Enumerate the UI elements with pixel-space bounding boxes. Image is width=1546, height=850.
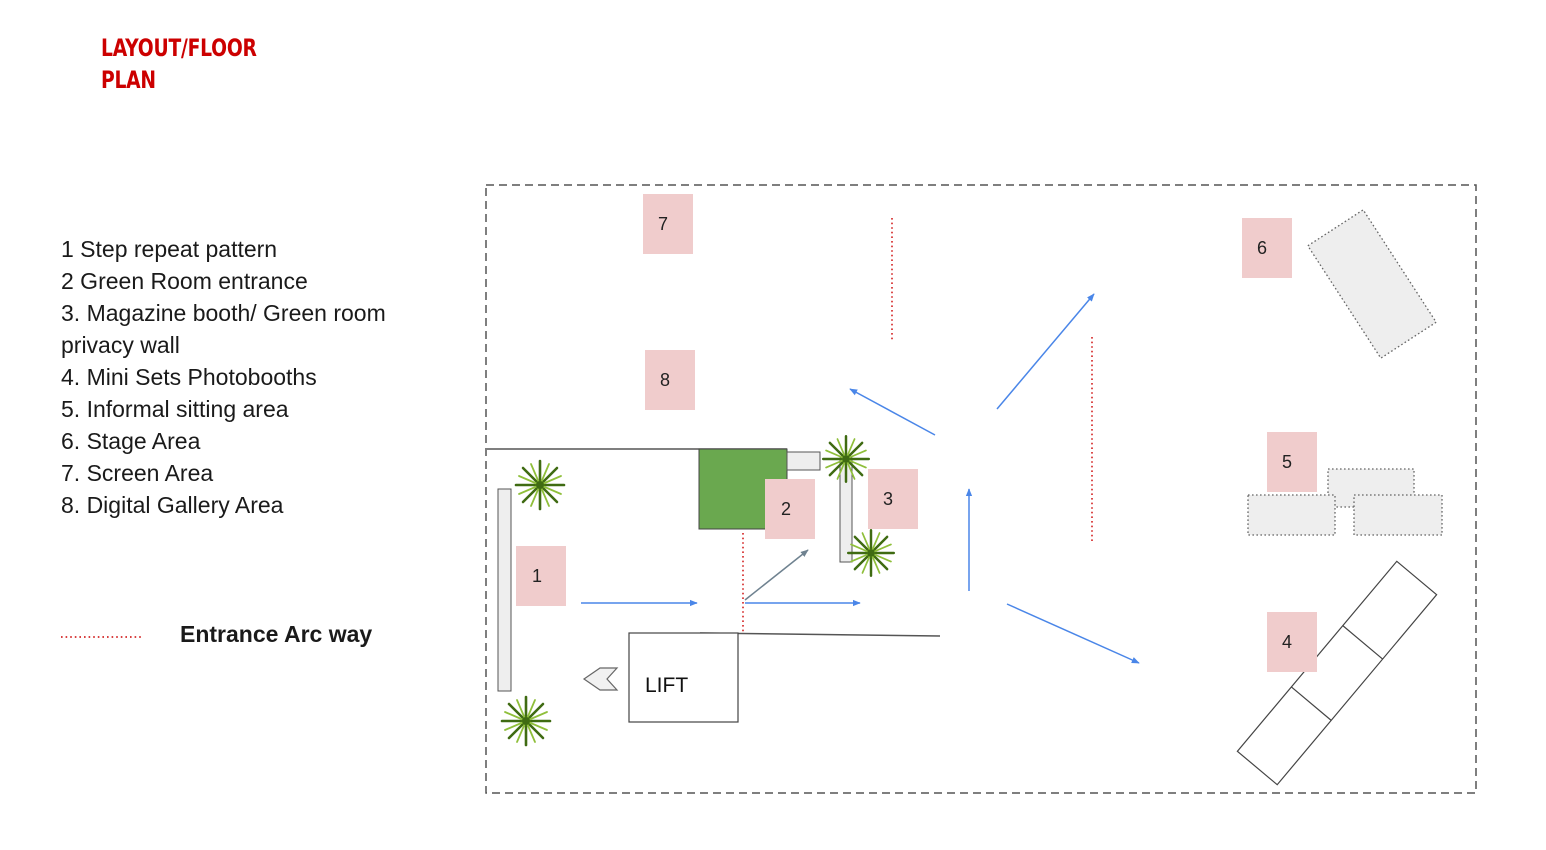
title-line-1: LAYOUT/FLOOR: [101, 34, 257, 62]
plant-icon: [500, 695, 552, 747]
area-number: 6: [1257, 238, 1267, 258]
area-marker-8: 8: [645, 350, 695, 410]
area-number: 7: [658, 214, 668, 234]
plant-icon: [821, 434, 871, 484]
area-number: 4: [1282, 632, 1292, 652]
area-number: 2: [781, 499, 791, 519]
title-line-2: PLAN: [101, 66, 156, 94]
flow-arrow: [849, 388, 936, 436]
area-number: 8: [660, 370, 670, 390]
entrance-arc-label: Entrance Arc way: [180, 621, 373, 647]
green-room-door: [786, 451, 821, 471]
area-number: 1: [532, 566, 542, 586]
page-title: LAYOUT/FLOOR PLAN: [101, 32, 257, 96]
wall-lower: [699, 632, 941, 637]
flow-arrow: [1006, 603, 1140, 664]
flow-arrow: [996, 293, 1095, 410]
area-marker-5: 5: [1267, 432, 1317, 492]
legend-item: 6. Stage Area: [61, 428, 201, 454]
lift-direction-icon: [582, 667, 619, 691]
sitting-sofa: [1353, 494, 1443, 536]
area-marker-6: 6: [1242, 218, 1292, 278]
area-marker-4: 4: [1267, 612, 1317, 672]
area-marker-7: 7: [643, 194, 693, 254]
lift-label: LIFT: [645, 674, 688, 697]
area-number: 3: [883, 489, 893, 509]
legend-item: 7. Screen Area: [61, 460, 214, 486]
area-marker-1: 1: [516, 546, 566, 606]
area-marker-3: 3: [868, 469, 918, 529]
sitting-sofa: [1247, 494, 1336, 536]
stage-platform: [1306, 208, 1438, 360]
legend-item: 5. Informal sitting area: [61, 396, 289, 422]
photobooth-sets: [1236, 560, 1438, 786]
legend-item: 2 Green Room entrance: [61, 268, 308, 294]
legend-list: 1 Step repeat pattern 2 Green Room entra…: [61, 233, 461, 521]
legend-item: 8. Digital Gallery Area: [61, 492, 284, 518]
plant-icon: [846, 528, 896, 578]
legend-item: 1 Step repeat pattern: [61, 236, 278, 262]
area-number: 5: [1282, 452, 1292, 472]
lift: [628, 632, 739, 723]
plant-icon: [514, 459, 566, 511]
legend-item: 4. Mini Sets Photobooths: [61, 364, 317, 390]
venue-boundary: [485, 184, 1477, 794]
flow-arrow: [744, 549, 809, 601]
legend-item: 3. Magazine booth/ Green room privacy wa…: [61, 300, 386, 358]
area-marker-2: 2: [765, 479, 815, 539]
step-repeat-wall: [497, 488, 512, 692]
